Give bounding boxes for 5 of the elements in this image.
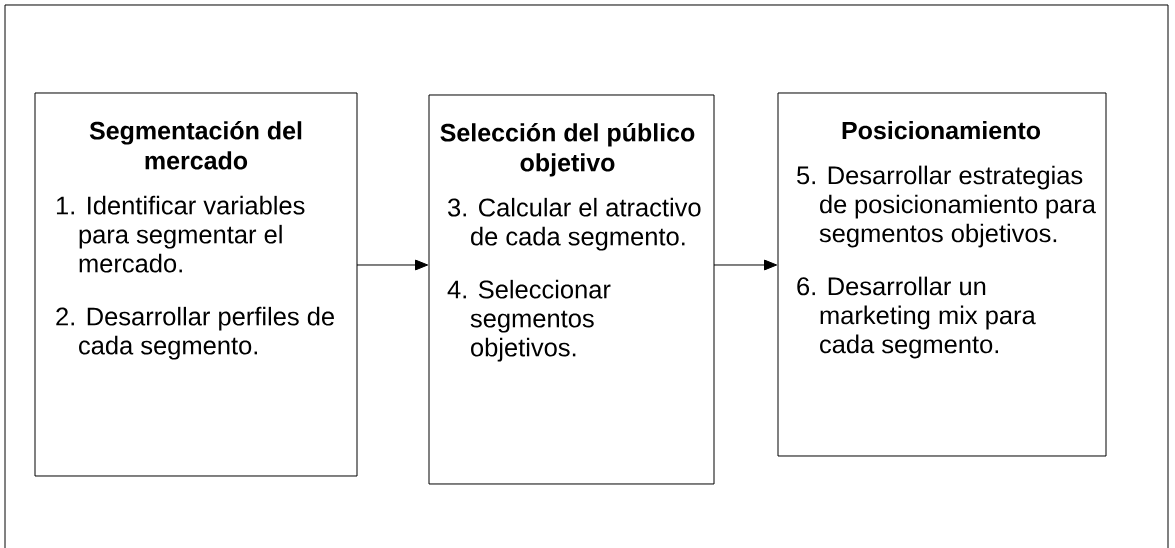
arrow — [713, 259, 778, 271]
arrow — [356, 259, 429, 271]
step-box: Segmentación del mercado 1. Identificar variables para segmentar el mercado. 2. Desarrollar perfiles de cada segmento. — [34, 92, 358, 477]
step-box: Selección del público objetivo 3. Calcular el atractivo de cada segmento. 4. Seleccionar segmentos objetivos. — [428, 94, 715, 485]
step-box: Posicionamiento 5. Desarrollar estrategias de posicionamiento para segmentos objetivos. 6. Desarrollar un marketing mix para cada segmento. — [777, 92, 1107, 457]
